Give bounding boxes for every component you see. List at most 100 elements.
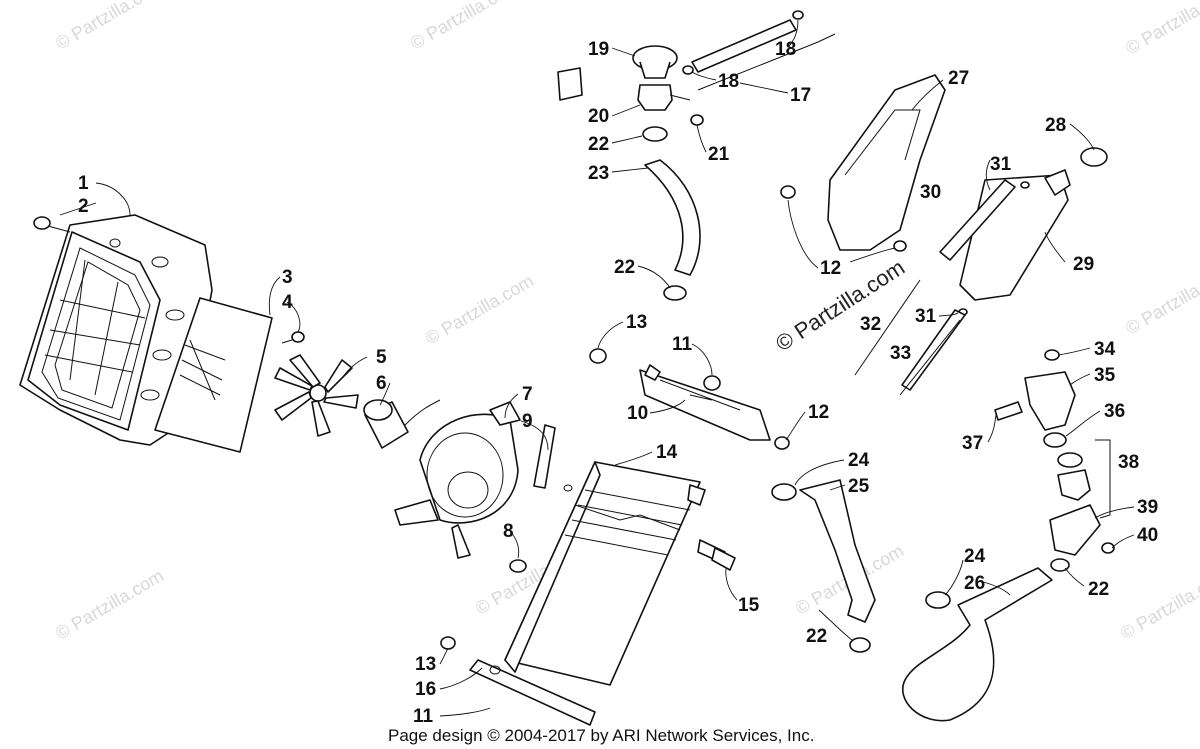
- gasket-part: [1057, 452, 1083, 468]
- callout-22: 22: [1088, 579, 1109, 600]
- lower-hose-part: [799, 479, 876, 623]
- reservoir-bracket-part: [827, 74, 946, 251]
- callout-38: 38: [1118, 452, 1139, 473]
- bolt-part: [1101, 542, 1115, 554]
- temp-sensor-part: [711, 547, 736, 571]
- callout-18: 18: [775, 39, 796, 60]
- callout-27: 27: [948, 68, 969, 89]
- callout-22: 22: [614, 257, 635, 278]
- callout-13: 13: [415, 654, 436, 675]
- clamp-part: [1020, 181, 1030, 189]
- callout-29: 29: [1073, 254, 1094, 275]
- callout-7: 7: [522, 384, 533, 405]
- bolt-part: [690, 114, 704, 126]
- watermark: © Partzilla.com: [52, 0, 167, 53]
- vent-hose-part: [691, 19, 797, 73]
- shroud-part: [19, 214, 213, 446]
- clamp-part: [642, 126, 668, 142]
- clamp-part: [663, 285, 687, 301]
- reservoir-neck: [1044, 169, 1071, 196]
- clamp-part: [925, 591, 951, 609]
- clamp-part: [1050, 558, 1070, 572]
- callout-16: 16: [415, 679, 436, 700]
- strap-part: [533, 424, 573, 492]
- callout-3: 3: [282, 267, 293, 288]
- callout-1: 1: [78, 173, 89, 194]
- reservoir-cap-part: [1080, 147, 1108, 167]
- callout-8: 8: [503, 521, 514, 542]
- thermostat-cover-part: [1049, 504, 1101, 556]
- callout-11: 11: [413, 706, 434, 727]
- radiator-part: [504, 461, 726, 686]
- callout-15: 15: [738, 595, 760, 616]
- callout-14: 14: [656, 442, 678, 463]
- callout-13: 13: [626, 312, 647, 333]
- callout-24: 24: [964, 546, 986, 567]
- callout-33: 33: [890, 343, 911, 364]
- copyright-footer: Page design © 2004-2017 by ARI Network S…: [388, 726, 814, 745]
- callout-4: 4: [282, 292, 293, 313]
- drain-hose-part: [901, 309, 966, 391]
- clamp-part: [771, 483, 797, 501]
- bracket-detail: [844, 109, 921, 176]
- radiator-cap-part: [632, 45, 678, 79]
- callout-12: 12: [820, 258, 841, 279]
- callout-34: 34: [1094, 339, 1116, 360]
- callout-18: 18: [718, 71, 739, 92]
- bracket-line: [697, 33, 836, 91]
- callout-6: 6: [376, 373, 387, 394]
- callout-26: 26: [964, 573, 985, 594]
- filler-neck-part: [637, 84, 691, 111]
- mount-bracket-part: [557, 67, 583, 101]
- callout-31: 31: [990, 154, 1012, 175]
- screw-part: [281, 331, 305, 344]
- bracket-part: [639, 364, 771, 441]
- callout-36: 36: [1104, 401, 1125, 422]
- overflow-hose-part: [939, 179, 1016, 261]
- lower-bracket-part: [469, 659, 596, 726]
- callout-24: 24: [848, 450, 870, 471]
- screen-part: [154, 297, 273, 453]
- clamp-part: [792, 10, 804, 20]
- clamp-part: [849, 637, 871, 653]
- callout-37: 37: [962, 433, 983, 454]
- thermostat-housing-part: [1024, 371, 1076, 431]
- fan-housing-part: [394, 401, 521, 559]
- callout-28: 28: [1045, 115, 1066, 136]
- callout-22: 22: [806, 626, 827, 647]
- watermark: © Partzilla.com: [52, 565, 167, 643]
- callout-32: 32: [860, 314, 881, 335]
- callout-31: 31: [915, 306, 937, 327]
- watermark: © Partzilla.com: [407, 0, 522, 53]
- clamp-part: [682, 65, 694, 75]
- coolant-reservoir-part: [959, 174, 1069, 301]
- watermark: © Partzilla.com: [422, 270, 537, 348]
- callout-19: 19: [588, 39, 609, 60]
- screw-part: [509, 559, 527, 573]
- bolt-part: [589, 348, 607, 364]
- watermark: © Partzilla.com: [1117, 565, 1200, 643]
- bracket-line: [1095, 439, 1111, 519]
- temp-switch-part: [994, 401, 1023, 421]
- bolt-part: [440, 636, 456, 650]
- callout-9: 9: [522, 411, 533, 432]
- callout-21: 21: [708, 144, 730, 165]
- grommet-part: [703, 375, 721, 391]
- callout-labels: 1 2 3 4 5 6 7 8 9 10 11 11 12 12 13 13 1…: [78, 39, 1158, 727]
- callout-35: 35: [1094, 365, 1116, 386]
- bolt-part: [780, 185, 796, 199]
- bypass-hose-part: [902, 567, 1053, 722]
- bushing-part: [363, 399, 441, 449]
- callout-23: 23: [588, 163, 609, 184]
- o-ring-part: [1043, 432, 1067, 448]
- bolt-part: [1044, 349, 1060, 361]
- fan-blade-part: [274, 354, 359, 437]
- watermark: © Partzilla.com: [1122, 260, 1200, 338]
- bolt-part: [774, 436, 790, 450]
- upper-hose-part: [644, 159, 701, 276]
- callout-12: 12: [808, 402, 829, 423]
- callout-22: 22: [588, 134, 609, 155]
- callout-10: 10: [627, 403, 648, 424]
